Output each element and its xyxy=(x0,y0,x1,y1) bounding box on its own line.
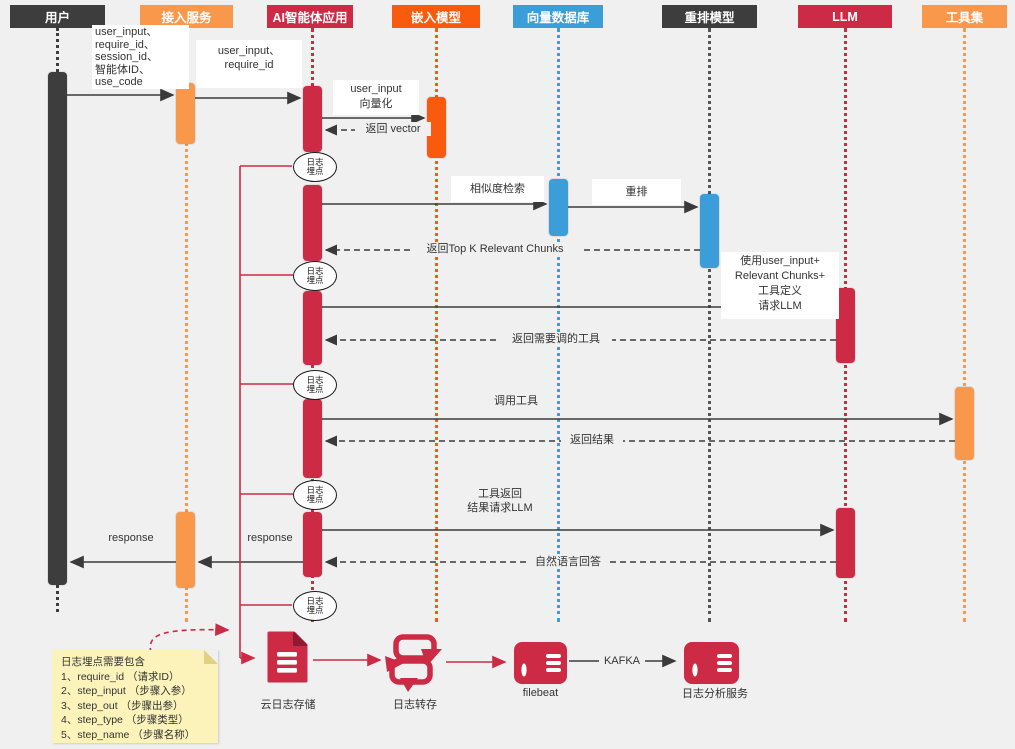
lifeline-toolset xyxy=(963,28,966,622)
log-transfer-icon xyxy=(385,632,443,692)
label-log-analysis: 日志分析服务 xyxy=(682,688,748,700)
activation-ai-2 xyxy=(303,185,322,261)
actor-ai-agent: AI智能体应用 xyxy=(267,5,353,28)
sticky-note-item: 1、require_id （请求ID） xyxy=(61,670,180,683)
label-response-access: response xyxy=(247,532,293,544)
note-similarity-search: 相似度检索 xyxy=(451,176,544,202)
cloud-log-storage-icon xyxy=(262,631,312,683)
actor-rerank: 重排模型 xyxy=(662,5,757,28)
label-call-tool: 调用工具 xyxy=(481,394,551,408)
label-response-user: response xyxy=(108,532,154,544)
actor-llm: LLM xyxy=(798,5,892,28)
label-log-transfer: 日志转存 xyxy=(393,699,437,711)
actor-user: 用户 xyxy=(10,5,105,28)
lifeline-vectordb xyxy=(557,28,560,622)
filebeat-icon xyxy=(513,641,568,685)
sticky-note-item: 3、step_out （步骤出参） xyxy=(61,699,184,712)
note-llm-request: 使用user_input+ Relevant Chunks+ 工具定义 请求LL… xyxy=(721,252,839,319)
activation-rerank xyxy=(700,194,719,268)
activation-llm-2 xyxy=(836,508,855,578)
lifeline-embedding xyxy=(435,28,438,622)
label-filebeat: filebeat xyxy=(522,687,559,699)
activation-access-1 xyxy=(176,83,195,144)
note-forward-params: user_input、 require_id xyxy=(196,40,302,88)
activation-embedding xyxy=(427,97,446,158)
log-marker-2: 日志 埋点 xyxy=(293,261,337,291)
label-tool-result-llm: 工具返回 结果请求LLM xyxy=(467,488,533,514)
sticky-note-title: 日志埋点需要包含 xyxy=(61,656,145,668)
label-return-tools: 返回需要调的工具 xyxy=(500,332,612,346)
activation-toolset xyxy=(955,387,974,460)
activation-ai-5 xyxy=(303,512,322,577)
sticky-note-item: 2、step_input （步骤入参） xyxy=(61,685,192,698)
actor-embedding: 嵌入模型 xyxy=(392,5,480,28)
actor-access: 接入服务 xyxy=(140,5,233,28)
label-nl-answer: 自然语言回答 xyxy=(526,555,610,569)
log-collection-lines xyxy=(149,165,507,669)
note-vectorize: user_input 向量化 xyxy=(333,80,419,115)
activation-vectordb xyxy=(549,179,568,236)
activation-ai-4 xyxy=(303,399,322,478)
log-marker-4: 日志 埋点 xyxy=(293,480,337,510)
note-request-params: user_input、 require_id、 session_id、 智能体I… xyxy=(92,25,189,89)
log-marker-5: 日志 埋点 xyxy=(293,591,337,621)
lifeline-rerank xyxy=(708,28,711,622)
label-return-vector: 返回 vector xyxy=(355,122,431,136)
log-analysis-service-icon xyxy=(683,641,740,685)
log-marker-1: 日志 埋点 xyxy=(293,152,337,182)
log-marker-3: 日志 埋点 xyxy=(293,370,337,400)
note-rerank: 重排 xyxy=(592,179,681,205)
sticky-note-item: 5、step_name （步骤名称） xyxy=(61,728,196,741)
actor-toolset: 工具集 xyxy=(922,5,1007,28)
lifeline-access xyxy=(185,28,188,622)
actor-vectordb: 向量数据库 xyxy=(513,5,603,28)
label-return-result: 返回结果 xyxy=(561,433,623,447)
sticky-note-item: 4、step_type （步骤类型） xyxy=(61,714,189,727)
activation-llm-1 xyxy=(836,288,855,363)
activation-ai-1 xyxy=(303,86,322,152)
sticky-note: 日志埋点需要包含 1、require_id （请求ID） 2、step_inpu… xyxy=(52,650,218,743)
activation-access-2 xyxy=(176,512,195,588)
label-cloud-log-storage: 云日志存储 xyxy=(260,699,316,711)
label-topk-chunks: 返回Top K Relevant Chunks xyxy=(410,242,580,256)
activation-user xyxy=(48,72,67,585)
activation-ai-3 xyxy=(303,291,322,365)
label-kafka: KAFKA xyxy=(599,654,645,668)
